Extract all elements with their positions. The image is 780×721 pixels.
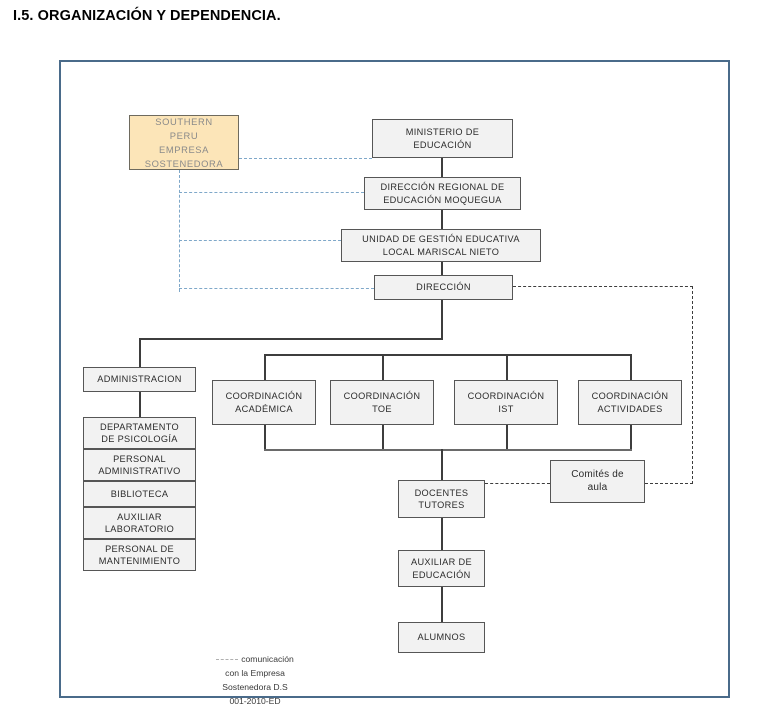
node-direccion[interactable]: DIRECCIÓN [374, 275, 513, 300]
coord-academica-line-2: ACADÉMICA [235, 403, 293, 414]
comites-aula-line-1: Comités de [571, 469, 624, 480]
node-administracion[interactable]: ADMINISTRACION [83, 367, 196, 392]
connector-auxiliar-alumnos [441, 587, 444, 622]
legend: comunicación con la Empresa Sostenedora … [197, 652, 313, 708]
node-docentes-tutores[interactable]: DOCENTES TUTORES [398, 480, 485, 518]
coord-actividades-line-1: COORDINACIÓN [591, 391, 669, 401]
node-departamento-de-psicologia[interactable]: DEPARTAMENTO DE PSICOLOGÍA [83, 417, 196, 449]
node-comites-de-aula[interactable]: Comités de aula [550, 460, 645, 503]
legend-text-1: comunicación [241, 654, 294, 664]
administracion-line-1: ADMINISTRACION [97, 374, 182, 385]
connector-coord-toe-top [382, 354, 385, 380]
chart-frame: SOUTHERN PERU EMPRESA SOSTENEDORA MINIST… [59, 60, 730, 706]
personal-mantenimiento-line-2: MANTENIMIENTO [98, 556, 181, 566]
dashed-sponsor-ministerio [239, 158, 372, 159]
auxiliar-laboratorio-line-1: AUXILIAR [117, 511, 162, 522]
distribution-bar-upper [139, 338, 443, 341]
coord-ist-line-2: IST [498, 403, 514, 414]
alumnos-line-1: ALUMNOS [417, 632, 466, 643]
biblioteca-line-1: BIBLIOTECA [110, 488, 169, 499]
coord-academica-line-1: COORDINACIÓN [225, 391, 303, 401]
node-alumnos[interactable]: ALUMNOS [398, 622, 485, 653]
coord-actividades-line-2: ACTIVIDADES [597, 403, 663, 414]
connector-ministerio-regional [441, 158, 444, 177]
direccion-regional-line-1: DIRECCIÓN REGIONAL DE [380, 182, 505, 192]
node-auxiliar-de-educacion[interactable]: AUXILIAR DE EDUCACIÓN [398, 550, 485, 587]
dashed-sponsor-regional [179, 192, 364, 193]
legend-text-4: 001-2010-ED [229, 696, 281, 706]
legend-text-3: Sostenedora D.S [222, 682, 288, 692]
connector-direccion-trunk [441, 300, 444, 340]
legend-row-1: comunicación [197, 652, 313, 666]
distribution-bar-coordinations [264, 354, 632, 357]
personal-mantenimiento-line-1: PERSONAL DE [105, 543, 174, 554]
node-coordinacion-actividades[interactable]: COORDINACIÓN ACTIVIDADES [578, 380, 682, 425]
docentes-tutores-line-1: DOCENTES [414, 487, 469, 498]
dashed-right-riser [692, 286, 693, 484]
auxiliar-educacion-line-2: EDUCACIÓN [412, 569, 471, 580]
node-unidad-gestion-educativa-local-mariscal-nieto[interactable]: UNIDAD DE GESTIÓN EDUCATIVA LOCAL MARISC… [341, 229, 541, 262]
personal-administrativo-line-1: PERSONAL [113, 453, 166, 464]
connector-administracion-stack [139, 392, 142, 417]
auxiliar-laboratorio-line-2: LABORATORIO [104, 524, 175, 534]
ministerio-line-1: MINISTERIO DE [405, 127, 480, 137]
ugel-line-2: LOCAL MARISCAL NIETO [382, 246, 500, 257]
dashed-sponsor-direccion [179, 288, 374, 289]
sponsor-line-3: EMPRESA [158, 143, 210, 155]
connector-coord-ist-bottom [506, 425, 509, 451]
legend-text-2: con la Empresa [225, 668, 285, 678]
coord-toe-line-1: COORDINACIÓN [343, 391, 421, 401]
departamento-psicologia-line-2: DE PSICOLOGÍA [101, 434, 178, 444]
sponsor-line-1: SOUTHERN [155, 115, 213, 127]
node-southern-peru-empresa-sostenedora[interactable]: SOUTHERN PERU EMPRESA SOSTENEDORA [129, 115, 239, 170]
personal-administrativo-line-2: ADMINISTRATIVO [98, 466, 181, 476]
page-title: I.5. ORGANIZACIÓN Y DEPENDENCIA. [13, 8, 281, 24]
connector-coord-academica-bottom [264, 425, 267, 451]
dashed-docentes-comites [485, 483, 550, 484]
node-auxiliar-laboratorio[interactable]: AUXILIAR LABORATORIO [83, 507, 196, 539]
connector-coord-actividades-top [630, 354, 633, 380]
dashed-sponsor-ugel [179, 240, 341, 241]
connector-regional-ugel [441, 210, 444, 229]
ugel-line-1: UNIDAD DE GESTIÓN EDUCATIVA [362, 234, 520, 244]
comites-aula-line-2: aula [587, 481, 608, 493]
coord-ist-line-1: COORDINACIÓN [467, 391, 545, 401]
auxiliar-educacion-line-1: AUXILIAR DE [410, 557, 473, 567]
departamento-psicologia-line-1: DEPARTAMENTO [99, 421, 180, 432]
direccion-regional-line-2: EDUCACIÓN MOQUEGUA [383, 194, 502, 205]
connector-docentes-auxiliar [441, 518, 444, 550]
node-personal-de-mantenimiento[interactable]: PERSONAL DE MANTENIMIENTO [83, 539, 196, 571]
connector-bar-administracion [139, 338, 142, 367]
node-biblioteca[interactable]: BIBLIOTECA [83, 481, 196, 507]
node-coordinacion-ist[interactable]: COORDINACIÓN IST [454, 380, 558, 425]
connector-ugel-direccion [441, 262, 444, 275]
connector-coord-academica-top [264, 354, 267, 380]
node-coordinacion-toe[interactable]: COORDINACIÓN TOE [330, 380, 434, 425]
node-direccion-regional-educacion-moquegua[interactable]: DIRECCIÓN REGIONAL DE EDUCACIÓN MOQUEGUA [364, 177, 521, 210]
node-personal-administrativo[interactable]: PERSONAL ADMINISTRATIVO [83, 449, 196, 481]
node-ministerio-de-educacion[interactable]: MINISTERIO DE EDUCACIÓN [372, 119, 513, 158]
dashed-line-icon [216, 658, 239, 660]
node-coordinacion-academica[interactable]: COORDINACIÓN ACADÉMICA [212, 380, 316, 425]
connector-merge-docentes [441, 449, 444, 480]
direccion-line-1: DIRECCIÓN [416, 282, 471, 293]
ministerio-line-2: EDUCACIÓN [413, 139, 472, 150]
connector-coord-ist-top [506, 354, 509, 380]
docentes-tutores-line-2: TUTORES [418, 500, 465, 510]
connector-coord-actividades-bottom [630, 425, 633, 451]
merge-bar-coordinations [264, 449, 632, 451]
coord-toe-line-2: TOE [372, 403, 392, 414]
sponsor-line-2: PERU [169, 129, 199, 141]
dashed-right-to-comites [635, 483, 693, 484]
dashed-sponsor-trunk [179, 170, 180, 292]
connector-coord-toe-bottom [382, 425, 385, 451]
dashed-direccion-right [513, 286, 693, 287]
sponsor-line-4: SOSTENEDORA [144, 157, 224, 169]
